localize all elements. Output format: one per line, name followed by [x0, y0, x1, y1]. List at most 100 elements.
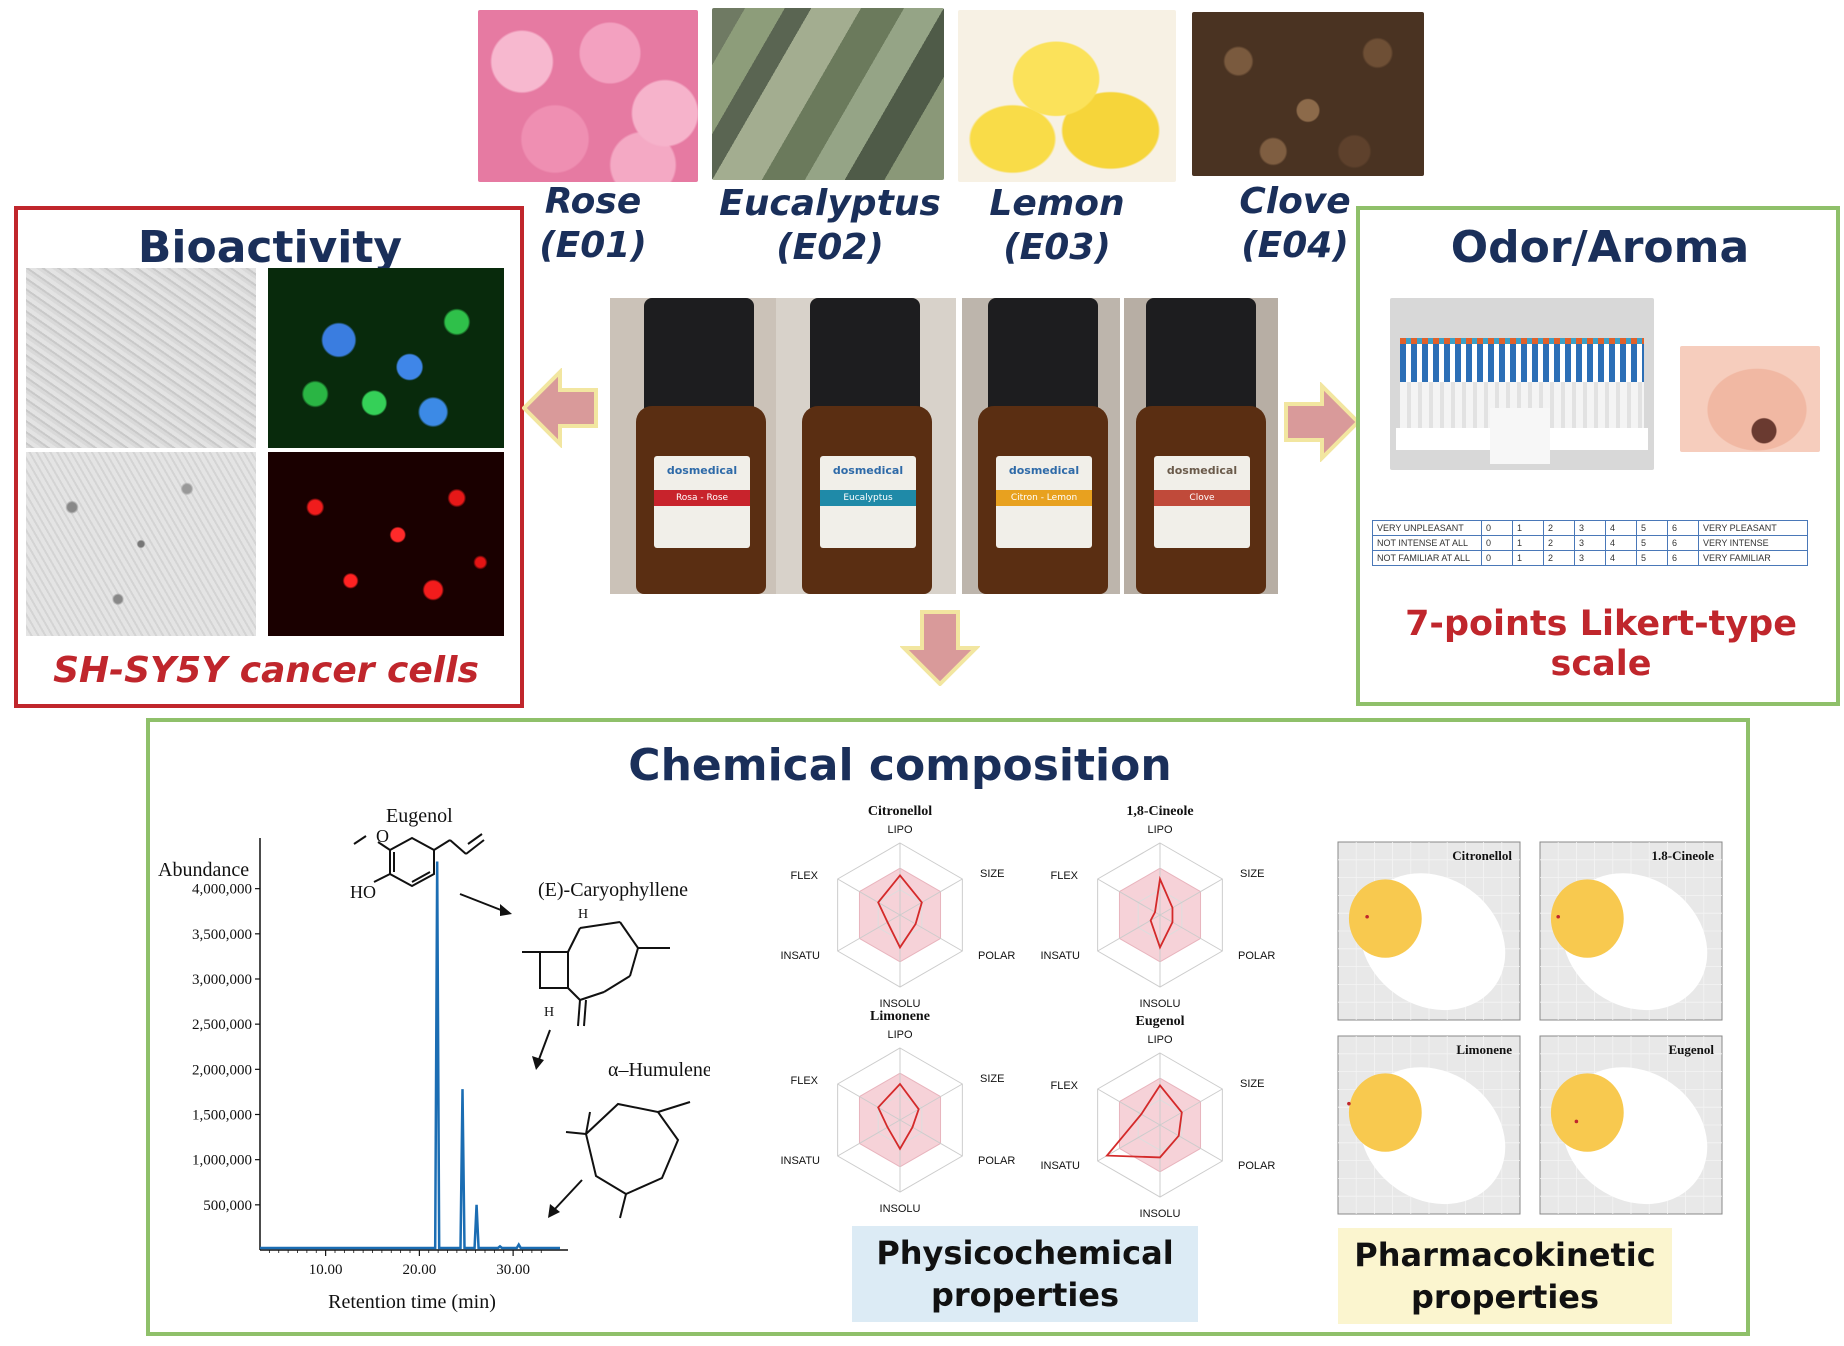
- likert-point: 0: [1481, 550, 1513, 566]
- likert-right-label: VERY INTENSE: [1698, 535, 1808, 551]
- oil-code-clove: (E04): [1241, 225, 1349, 266]
- pharmacokinetic-label: Pharmacokinetic properties: [1338, 1228, 1672, 1324]
- likert-point: 2: [1543, 550, 1575, 566]
- radar-spoke: [1097, 878, 1161, 916]
- radar-axis-label: SIZE: [1240, 868, 1264, 880]
- radar-axis-label: INSATU: [1040, 950, 1080, 962]
- eugenol-structure: [353, 833, 485, 888]
- y-tick-label: 3,500,000: [192, 927, 252, 943]
- bioactivity-caption: SH-SY5Y cancer cells: [53, 650, 479, 691]
- y-tick-label: 3,000,000: [192, 972, 252, 988]
- eugenol-label: Eugenol: [386, 805, 453, 827]
- lemon-photo: [958, 10, 1176, 182]
- radar-axis-label: POLAR: [978, 950, 1015, 962]
- likert-right-label: VERY PLEASANT: [1698, 520, 1808, 536]
- chemical-title: Chemical composition: [628, 740, 1172, 791]
- bottle-label-rose: Rosa - Rose: [654, 490, 750, 506]
- radar-axis-label: POLAR: [978, 1155, 1015, 1167]
- radar-spoke: [899, 878, 963, 916]
- radar-axis-label: LIPO: [1147, 1034, 1173, 1046]
- radar-spoke: [899, 1083, 963, 1121]
- chromatogram-x-label: Retention time (min): [328, 1291, 496, 1313]
- x-tick-label: 30.00: [496, 1262, 530, 1278]
- arrow-down-icon: [900, 610, 980, 686]
- radar-spoke: [1159, 1088, 1223, 1126]
- radar-axis-label: FLEX: [790, 1075, 818, 1087]
- likert-point: 2: [1543, 520, 1575, 536]
- chemical-composition-panel: [146, 718, 1750, 1336]
- micrograph-bright-field-2: [26, 452, 256, 636]
- radar-title: Citronellol: [868, 804, 932, 819]
- boiled-egg-yolk: [1550, 879, 1624, 958]
- bottle-label-clove: Clove: [1154, 490, 1250, 506]
- humulene-structure: [565, 1101, 691, 1219]
- likert-point: 0: [1481, 535, 1513, 551]
- test-strip-rack-photo: [1390, 298, 1654, 470]
- bioactivity-title: Bioactivity: [137, 222, 403, 273]
- likert-point: 1: [1512, 550, 1544, 566]
- pharmacokinetic-line-1: Pharmacokinetic: [1354, 1236, 1656, 1274]
- bottle-brand-clove: dosmedical: [1166, 464, 1238, 477]
- radar-axis-label: INSATU: [1040, 1160, 1080, 1172]
- micrograph-fluorescent-green: [268, 268, 504, 448]
- svg-text:H: H: [578, 907, 588, 922]
- likert-left-label: VERY UNPLEASANT: [1372, 520, 1482, 536]
- radar-spoke: [1097, 914, 1161, 952]
- radar-spoke: [837, 914, 901, 952]
- radar-axis-label: POLAR: [1238, 950, 1275, 962]
- radar-spoke: [899, 914, 963, 952]
- likert-point: 5: [1636, 520, 1668, 536]
- radar-axis-label: LIPO: [1147, 824, 1173, 836]
- oil-label-lemon: Lemon(E03): [942, 182, 1172, 270]
- likert-point: 0: [1481, 520, 1513, 536]
- radar-title: 1,8-Cineole: [1126, 804, 1193, 819]
- y-tick-label: 2,000,000: [192, 1062, 252, 1078]
- likert-point: 5: [1636, 550, 1668, 566]
- likert-point: 1: [1512, 520, 1544, 536]
- eugenol-arrow: [459, 893, 507, 913]
- micrograph-bright-field-1: [26, 268, 256, 448]
- radar-spoke: [837, 1083, 901, 1121]
- x-tick-label: 20.00: [403, 1262, 437, 1278]
- likert-point: 1: [1512, 535, 1544, 551]
- oil-name-eucalyptus: Eucalyptus: [719, 183, 941, 224]
- radar-axis-label: LIPO: [887, 824, 913, 836]
- likert-point: 3: [1574, 550, 1606, 566]
- bottle-label-lemon: Citron - Lemon: [996, 490, 1092, 506]
- pharmacokinetic-line-2: properties: [1410, 1278, 1600, 1316]
- radar-axis-label: INSATU: [780, 1155, 820, 1167]
- likert-point: 5: [1636, 535, 1668, 551]
- likert-point: 4: [1605, 520, 1637, 536]
- humulene-arrow: [553, 1179, 583, 1211]
- chromatogram-y-label: Abundance: [158, 859, 249, 881]
- boiled-egg-plot: 1.8-Cineole: [1539, 841, 1723, 1021]
- humulene-label: α–Humulene: [608, 1059, 710, 1081]
- radar-axis-label: LIPO: [887, 1029, 913, 1041]
- radar-profile: [877, 1082, 920, 1151]
- radar-axis-label: INSOLU: [1140, 1208, 1181, 1220]
- odor-caption: 7-points Likert-type scale: [1405, 604, 1797, 684]
- boiled-egg-point: [1365, 914, 1369, 919]
- caryophyllene-structure: [522, 921, 670, 1027]
- likert-point: 6: [1667, 520, 1699, 536]
- nose-photo: [1680, 346, 1820, 452]
- x-tick-label: 10.00: [309, 1262, 343, 1278]
- oil-name-clove: Clove: [1239, 181, 1351, 222]
- likert-point: 3: [1574, 535, 1606, 551]
- boiled-egg-title: Limonene: [1456, 1042, 1512, 1057]
- oil-code-eucalyptus: (E02): [776, 227, 884, 268]
- svg-text:HO: HO: [350, 882, 376, 902]
- y-tick-label: 1,500,000: [192, 1107, 252, 1123]
- chromatogram-y-ticks: 500,0001,000,0001,500,0002,000,0002,500,…: [192, 882, 260, 1214]
- physicochemical-line-2: properties: [930, 1276, 1120, 1314]
- boiled-egg-point: [1556, 914, 1560, 919]
- boiled-egg-title: 1.8-Cineole: [1652, 848, 1715, 863]
- likert-point: 2: [1543, 535, 1575, 551]
